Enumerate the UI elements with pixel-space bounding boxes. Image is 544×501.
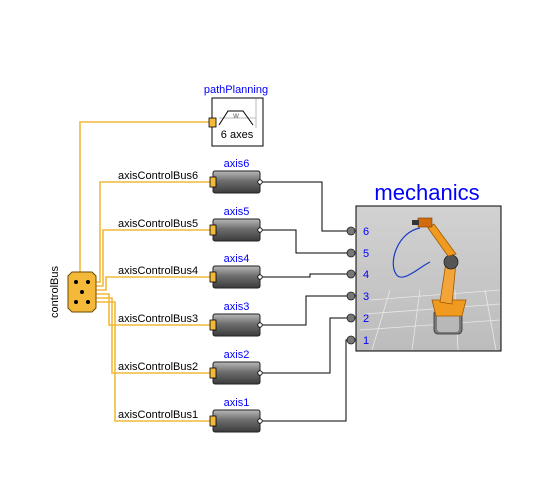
axis-flange-port[interactable] xyxy=(257,418,263,424)
bus-wire xyxy=(96,229,211,287)
mechanics-block[interactable]: mechanics xyxy=(355,180,502,352)
flange-wire xyxy=(262,339,347,422)
axis-control-bus-label: axisControlBus3 xyxy=(118,313,198,325)
axis-control-bus-label: axisControlBus6 xyxy=(118,170,198,182)
axis-body xyxy=(212,265,261,289)
axis-block[interactable]: axis1 axisControlBus1 xyxy=(118,397,263,433)
path-planning-bus-port[interactable] xyxy=(208,117,217,128)
axis-name-label: axis2 xyxy=(224,349,250,361)
mechanics-port[interactable] xyxy=(346,335,356,345)
path-planning-glyph: w xyxy=(232,111,239,120)
axis-bus-port[interactable] xyxy=(209,319,217,331)
axis-flange-port[interactable] xyxy=(257,370,263,376)
axis-bus-port[interactable] xyxy=(209,415,217,427)
control-bus-connector[interactable] xyxy=(67,271,97,313)
mechanics-port-label: 4 xyxy=(363,269,369,281)
axis-flange-port[interactable] xyxy=(257,322,263,328)
axis-block[interactable]: axis3 axisControlBus3 xyxy=(118,301,263,337)
signal-wires xyxy=(262,181,347,422)
flange-wire xyxy=(262,273,347,278)
mechanics-port-label: 6 xyxy=(363,226,369,238)
flange-wire xyxy=(262,295,347,326)
path-planning-caption: 6 axes xyxy=(221,129,254,141)
axis-name-label: axis4 xyxy=(224,253,250,265)
axis-block[interactable]: axis4 axisControlBus4 xyxy=(118,253,263,289)
mechanics-port[interactable] xyxy=(346,313,356,323)
flange-wire xyxy=(262,229,347,254)
axis-control-bus-label: axisControlBus5 xyxy=(118,218,198,230)
axis-flange-port[interactable] xyxy=(257,227,263,233)
mechanics-port-label: 3 xyxy=(363,291,369,303)
mechanics-port[interactable] xyxy=(346,291,356,301)
bus-wire xyxy=(96,181,211,283)
axis-block[interactable]: axis6 axisControlBus6 xyxy=(118,158,263,194)
flange-wire xyxy=(262,317,347,374)
mechanics-port[interactable] xyxy=(346,248,356,258)
bus-wire xyxy=(96,276,211,291)
axis-bus-port[interactable] xyxy=(209,271,217,283)
axis-block[interactable]: axis2 axisControlBus2 xyxy=(118,349,263,385)
axis-body xyxy=(212,361,261,385)
control-bus-label: controlBus xyxy=(49,266,61,318)
axis-control-bus-label: axisControlBus1 xyxy=(118,409,198,421)
robot-arm-icon xyxy=(412,217,467,335)
axis-name-label: axis6 xyxy=(224,158,250,170)
mechanics-title: mechanics xyxy=(374,180,479,205)
axis-flange-port[interactable] xyxy=(257,179,263,185)
axis-name-label: axis3 xyxy=(224,301,250,313)
axis-control-bus-label: axisControlBus2 xyxy=(118,361,198,373)
bus-wire xyxy=(96,301,211,422)
axis-bus-port[interactable] xyxy=(209,176,217,188)
axes-group: axis6 axisControlBus6 axis5 axisControlBus5… xyxy=(118,158,263,433)
axis-name-label: axis1 xyxy=(224,397,250,409)
axis-body xyxy=(212,170,261,194)
bus-wire xyxy=(96,297,211,374)
axis-bus-port[interactable] xyxy=(209,224,217,236)
axis-body xyxy=(212,313,261,337)
axis-bus-port[interactable] xyxy=(209,367,217,379)
mechanics-port[interactable] xyxy=(346,269,356,279)
flange-wire xyxy=(262,181,347,232)
axis-body xyxy=(212,218,261,242)
trajectory-curve-icon xyxy=(392,227,431,278)
mechanics-port[interactable] xyxy=(346,226,356,236)
axis-block[interactable]: axis5 axisControlBus5 xyxy=(118,206,263,242)
axis-flange-port[interactable] xyxy=(257,274,263,280)
path-planning-title: pathPlanning xyxy=(204,84,268,96)
path-planning-block[interactable]: pathPlanning w 6 axes xyxy=(204,84,268,147)
mechanics-port-label: 5 xyxy=(363,248,369,260)
mechanics-ports: 6 5 4 3 2 1 xyxy=(346,226,369,347)
axis-control-bus-label: axisControlBus4 xyxy=(118,265,198,277)
axis-body xyxy=(212,409,261,433)
mechanics-port-label: 2 xyxy=(363,313,369,325)
bus-wire xyxy=(96,293,211,326)
mechanics-port-label: 1 xyxy=(363,335,369,347)
axis-name-label: axis5 xyxy=(224,206,250,218)
